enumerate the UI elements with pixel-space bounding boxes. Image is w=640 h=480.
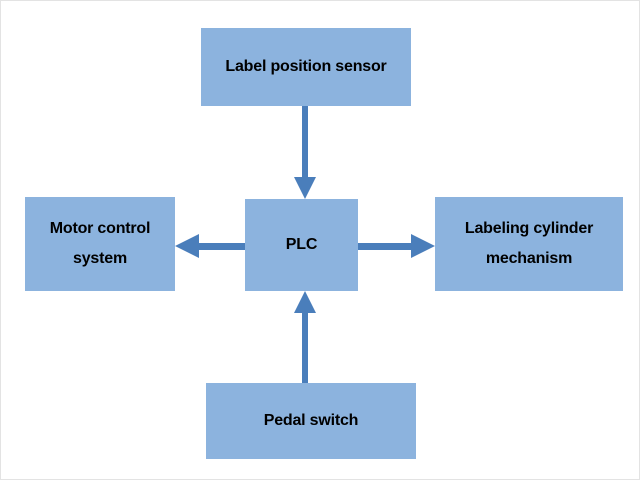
node-plc[interactable]: PLC xyxy=(245,199,358,291)
node-label-line: Pedal switch xyxy=(263,411,359,429)
arrow-sensor-to-plc-down-icon xyxy=(294,106,316,199)
node-labeling-cylinder-mechanism[interactable]: Labeling cylinder mechanism xyxy=(435,197,623,291)
arrow-pedal-to-plc-up-icon xyxy=(294,291,316,383)
arrow-head-right xyxy=(411,234,435,258)
arrow-head-down xyxy=(294,177,316,199)
node-label-line: Label position sensor xyxy=(225,57,387,75)
arrow-shaft xyxy=(302,106,308,181)
arrow-shaft xyxy=(195,243,245,250)
node-label-line: PLC xyxy=(285,235,318,253)
arrow-plc-to-cylinder-right-icon xyxy=(358,234,435,258)
node-motor-control-system[interactable]: Motor control system xyxy=(25,197,175,291)
node-label-line: Labeling cylinder xyxy=(464,219,594,237)
arrow-shaft xyxy=(358,243,413,250)
arrow-shaft xyxy=(302,311,308,383)
node-label-position-sensor[interactable]: Label position sensor xyxy=(201,28,411,106)
arrow-head-up xyxy=(294,291,316,313)
arrow-plc-to-motor-left-icon xyxy=(175,234,245,258)
node-pedal-switch[interactable]: Pedal switch xyxy=(206,383,416,459)
node-label-line: system xyxy=(73,250,127,267)
node-label-line: Motor control xyxy=(49,219,151,237)
node-label-line: mechanism xyxy=(485,250,573,267)
